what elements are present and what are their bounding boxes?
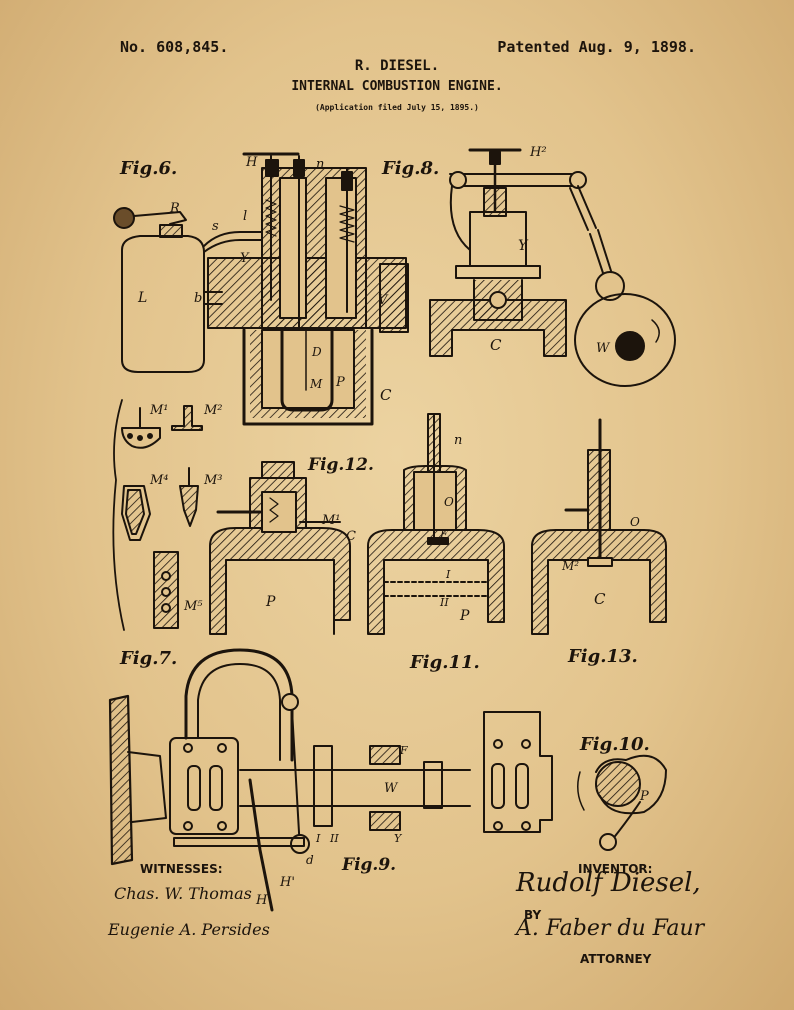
fig6-title: Fig.6. [119,158,177,179]
label-I-fig9: I [315,832,321,845]
fig9-title: Fig.9. [341,855,396,875]
fig7-drawing [112,399,203,631]
label-M1: M¹ [149,403,169,418]
witnesses-label: WITNESSES: [140,862,223,876]
inventor-label: INVENTOR: [578,862,653,876]
label-C-fig8: C [490,336,502,354]
label-R: R [169,201,180,216]
label-O-fig13: O [630,515,640,529]
fig7-title: Fig.7. [119,648,177,669]
fig8-title: Fig.8. [381,158,439,179]
label-l: l [243,209,247,224]
fig8-drawing [429,148,676,387]
fig6-drawing [113,152,409,426]
label-C-fig6: C [380,386,392,404]
label-M: M [309,377,323,391]
label-P-fig11: P [459,608,470,624]
fig11-drawing [367,413,505,635]
label-Y-fig6: Y [240,251,250,266]
label-M4: M⁴ [149,473,169,488]
label-n: n [316,157,324,172]
label-M5: M⁵ [183,599,203,614]
attorney-label: ATTORNEY [580,952,652,966]
patent-number: No. 608,845. [120,38,229,56]
label-M2-fig13: M² [561,559,579,573]
label-V: V [378,293,389,308]
label-H-fig9: H [255,893,268,908]
fig13-drawing [531,418,667,635]
fig12-title: Fig.12. [307,455,374,475]
label-Y-fig8: Y [518,238,529,254]
fig10-drawing [577,754,667,851]
label-F-fig11: F [439,528,448,541]
label-s: s [212,219,219,234]
fig11-title: Fig.11. [409,652,480,673]
witness-signature-1: Chas. W. Thomas [114,884,252,903]
label-L: L [137,290,147,306]
fig12-drawing [209,461,351,635]
label-C-fig12: C [346,529,356,544]
label-d: d [306,853,314,867]
label-P-fig6: P [335,375,345,390]
label-II-fig9: II [329,832,339,845]
label-O-fig11: O [444,495,454,509]
label-Y-fig9: Y [394,832,403,845]
label-P-fig10: P [639,789,649,804]
label-M3: M³ [203,473,223,488]
label-W-fig9: W [384,781,399,796]
label-II-fig11: II [439,596,449,609]
label-C-fig13: C [594,590,606,608]
label-n-fig11: n [454,433,462,448]
fig13-title: Fig.13. [567,646,638,667]
inventor-heading: R. DIESEL. [354,58,440,74]
label-M2: M² [203,403,223,418]
label-H1-fig9: H' [279,875,295,890]
application-filed: (Application filed July 15, 1895.) [315,103,479,112]
label-I-fig11: I [445,568,451,581]
label-H2: H² [529,145,547,160]
label-P-fig12: P [265,594,276,610]
patent-title: INTERNAL COMBUSTION ENGINE. [291,79,503,94]
fig10-title: Fig.10. [579,734,650,755]
label-H: H [245,155,258,170]
attorney-signature: A. Faber du Faur [516,916,705,941]
label-W-fig8: W [596,341,611,356]
label-D: D [311,345,322,359]
fig9-drawing [108,648,553,912]
label-F-fig9: F [399,744,408,757]
by-label: BY [524,908,542,922]
inventor-signature: Rudolf Diesel, [516,868,701,898]
label-M1-fig12: M¹ [321,513,341,528]
patented-date: Patented Aug. 9, 1898. [497,38,696,56]
label-b: b [194,291,202,306]
witness-signature-2: Eugenie A. Persides [108,920,270,939]
